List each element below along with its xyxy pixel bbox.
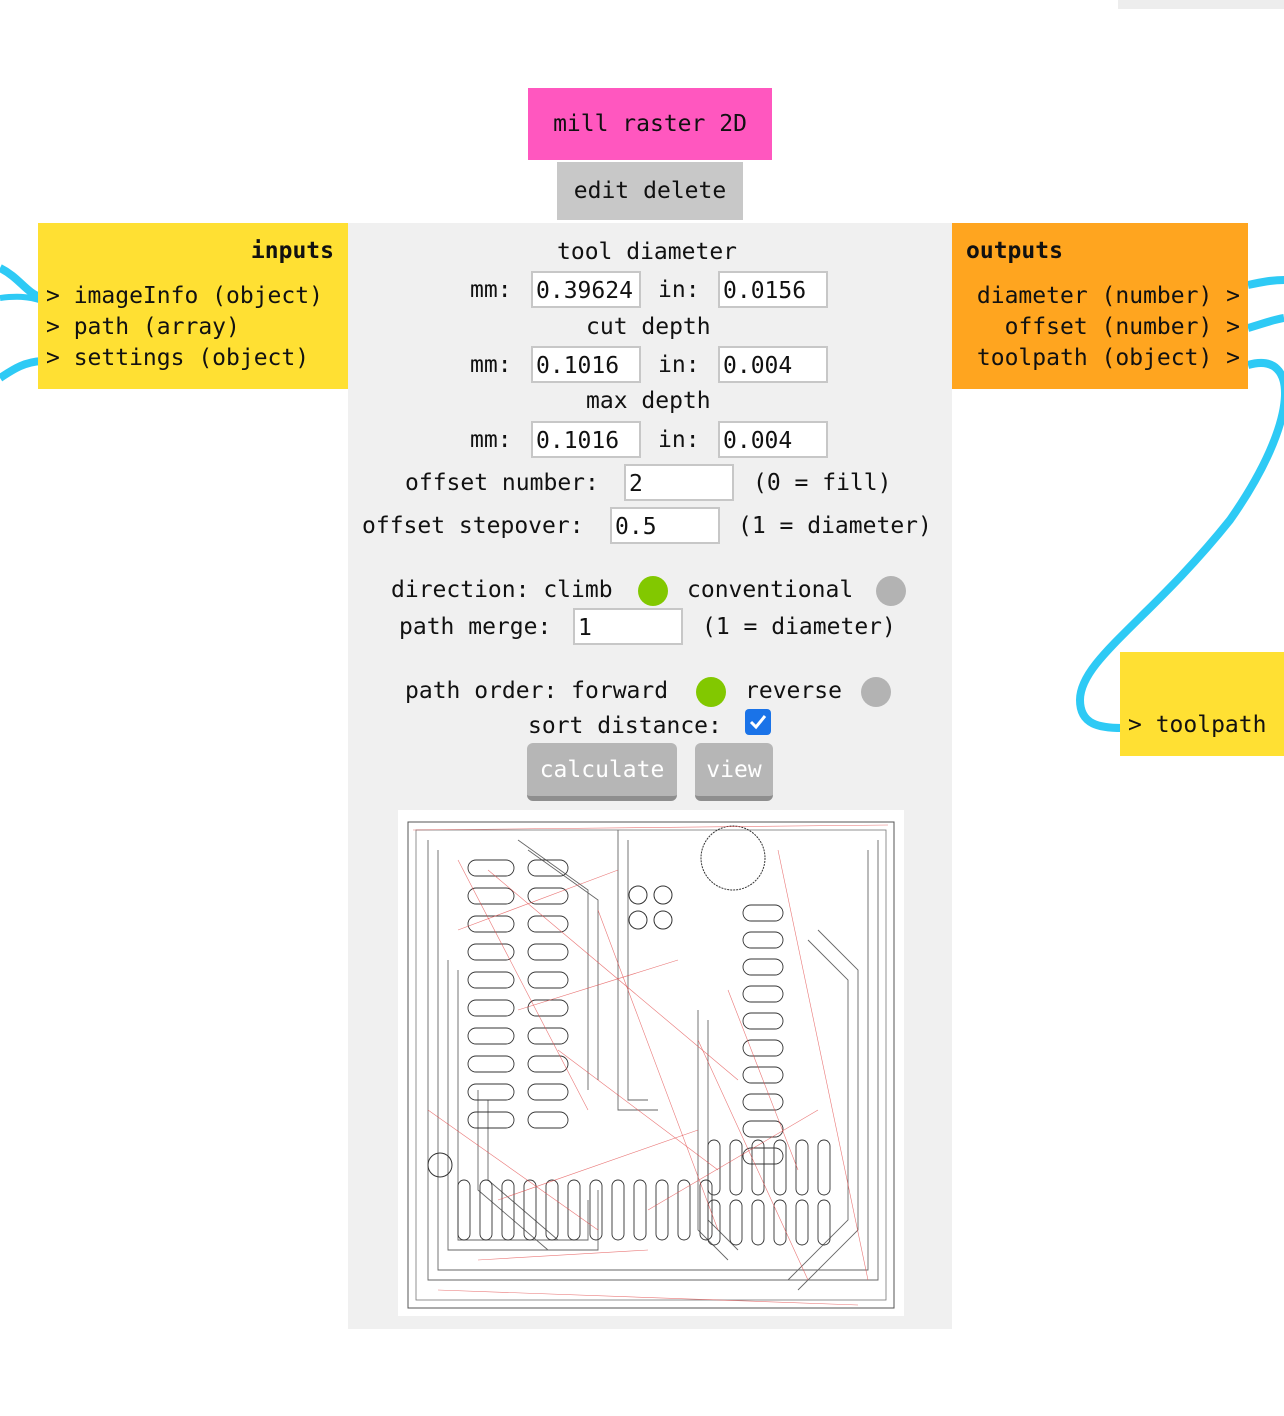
output-port-offset[interactable]: offset (number) > [1004, 314, 1240, 340]
max-depth-mm-input[interactable] [531, 421, 641, 458]
toolpath-preview-image [407, 821, 895, 1309]
outputs-header: outputs [966, 238, 1063, 264]
direction-climb-radio[interactable] [638, 576, 668, 606]
calculate-button[interactable]: calculate [527, 743, 677, 801]
module-title[interactable]: mill raster 2D [528, 88, 772, 160]
tool-diameter-heading: tool diameter [557, 239, 738, 265]
input-port-path[interactable]: > path (array) [46, 314, 240, 340]
sort-distance-label: sort distance: [528, 713, 722, 739]
cut-depth-in-label: in: [658, 352, 700, 378]
path-order-label: path order: forward [405, 678, 669, 704]
module-title-text: mill raster 2D [553, 111, 747, 137]
output-port-diameter[interactable]: diameter (number) > [976, 283, 1240, 309]
max-depth-in-label: in: [658, 427, 700, 453]
wire-in-imageinfo [0, 264, 44, 302]
toolpath-preview [398, 810, 904, 1316]
checkmark-icon [749, 715, 767, 730]
path-merge-label: path merge: [399, 614, 552, 640]
wire-in-path [0, 293, 44, 304]
offset-number-label: offset number: [405, 470, 599, 496]
tool-diameter-in-input[interactable] [718, 271, 828, 308]
sort-distance-checkbox[interactable] [745, 709, 771, 735]
cut-depth-mm-label: mm: [470, 352, 512, 378]
edit-button[interactable]: edit [573, 178, 630, 204]
downstream-module: > toolpath [1120, 652, 1284, 756]
direction-label: direction: climb [391, 577, 613, 603]
max-depth-heading: max depth [586, 388, 711, 414]
max-depth-in-input[interactable] [718, 421, 828, 458]
wire-in-settings [0, 357, 43, 382]
path-order-reverse-label: reverse [745, 678, 842, 704]
scroll-edge [1118, 0, 1284, 9]
wire-out-diameter [1247, 276, 1284, 289]
path-merge-input[interactable] [573, 608, 683, 645]
settings-panel: tool diameter mm: in: cut depth mm: in: … [348, 223, 952, 1329]
wire-toolpath [1075, 359, 1284, 732]
offset-stepover-hint: (1 = diameter) [738, 513, 932, 539]
tool-diameter-mm-label: mm: [470, 277, 512, 303]
input-port-imageinfo[interactable]: > imageInfo (object) [46, 283, 323, 309]
output-port-toolpath[interactable]: toolpath (object) > [976, 345, 1240, 371]
inputs-header: inputs [250, 238, 334, 264]
offset-stepover-label: offset stepover: [362, 513, 584, 539]
offset-stepover-input[interactable] [610, 507, 720, 544]
input-port-settings[interactable]: > settings (object) [46, 345, 310, 371]
inputs-panel: inputs > imageInfo (object) > path (arra… [38, 223, 348, 389]
tool-diameter-mm-input[interactable] [531, 271, 641, 308]
cut-depth-in-input[interactable] [718, 346, 828, 383]
delete-button[interactable]: delete [643, 178, 727, 204]
offset-number-input[interactable] [624, 464, 734, 501]
cut-depth-heading: cut depth [586, 314, 711, 340]
view-button[interactable]: view [695, 743, 773, 801]
path-order-forward-radio[interactable] [696, 677, 726, 707]
tool-diameter-in-label: in: [658, 277, 700, 303]
wire-out-offset [1246, 314, 1284, 332]
direction-conventional-label: conventional [687, 577, 854, 603]
cut-depth-mm-input[interactable] [531, 346, 641, 383]
path-order-reverse-radio[interactable] [861, 677, 891, 707]
offset-number-hint: (0 = fill) [753, 470, 892, 496]
edit-delete-bar: edit delete [557, 162, 743, 220]
direction-conventional-radio[interactable] [876, 576, 906, 606]
downstream-port-toolpath[interactable]: > toolpath [1128, 712, 1267, 738]
max-depth-mm-label: mm: [470, 427, 512, 453]
outputs-panel: outputs diameter (number) > offset (numb… [952, 223, 1248, 389]
path-merge-hint: (1 = diameter) [702, 614, 896, 640]
